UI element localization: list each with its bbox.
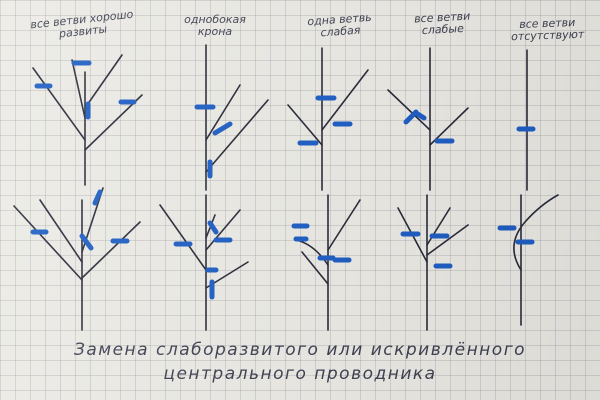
cut-marker (413, 110, 427, 121)
branch (426, 224, 469, 256)
caption-col-2: однобокая крона (170, 14, 260, 38)
footer-line-1: Замена слаборазвитого или искривлённого (73, 340, 527, 360)
branch (387, 89, 431, 131)
branch (84, 54, 123, 109)
branch (205, 99, 269, 173)
tree-top-2 (194, 44, 269, 191)
branch (426, 207, 451, 246)
branch (327, 199, 361, 251)
branch (287, 104, 323, 146)
branch (301, 251, 329, 285)
branch (205, 209, 241, 251)
branch (32, 67, 86, 141)
cut-marker (79, 233, 94, 251)
caption-col-2-line-1: однобокая (184, 13, 246, 26)
branch (81, 221, 141, 279)
tree-bottom-4 (397, 194, 469, 331)
branch (13, 205, 83, 281)
tree-bottom-2 (159, 194, 249, 331)
tree-top-1 (32, 54, 143, 186)
branch (295, 239, 329, 266)
tree-bottom-1 (13, 187, 141, 331)
footer-line-2: центрального проводника (163, 364, 437, 384)
branch (159, 204, 207, 271)
cut-marker (212, 121, 233, 136)
tree-bottom-3 (291, 194, 361, 331)
tree-top-5 (516, 49, 536, 191)
cut-marker (207, 220, 219, 235)
tree-top-3 (287, 47, 369, 191)
branch (71, 59, 86, 119)
leader-branch (513, 194, 559, 271)
cut-marker (92, 189, 103, 206)
branch (205, 84, 241, 141)
tree-top-4 (387, 47, 469, 191)
branch (39, 199, 83, 263)
caption-col-2-line-2: крона (197, 25, 233, 38)
branch (321, 69, 369, 131)
tree-bottom-5 (497, 194, 559, 326)
